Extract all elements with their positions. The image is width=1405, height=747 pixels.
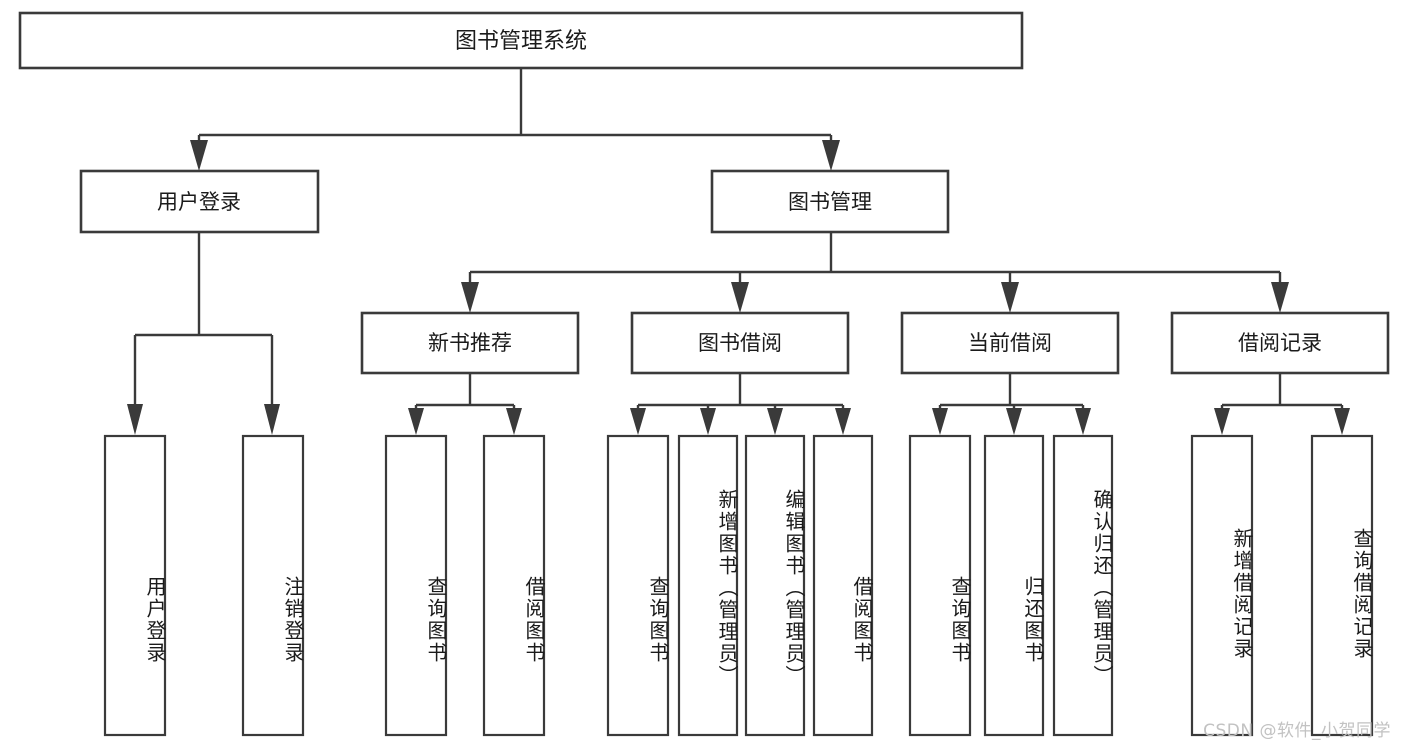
node-box-leaf-borrow-book-new[interactable] — [482, 434, 546, 737]
arrow-to-leaf-query-book-new — [408, 408, 424, 435]
node-box-leaf-borrow-book-borrow[interactable] — [812, 434, 874, 737]
node-label-book-management: 图书管理 — [788, 190, 872, 214]
arrow-to-book-mgmt — [822, 140, 840, 171]
node-box-borrow-record[interactable] — [1170, 311, 1390, 375]
node-label-root: 图书管理系统 — [455, 29, 587, 54]
node-box-leaf-return-book[interactable] — [983, 434, 1045, 737]
node-box-leaf-query-book-borrow[interactable] — [606, 434, 670, 737]
node-box-book-management[interactable] — [710, 169, 950, 234]
node-label-new-book-recommend: 新书推荐 — [428, 331, 512, 355]
node-box-user-login[interactable] — [79, 169, 320, 234]
arrow-to-leaf-borrow-book-borrow — [835, 408, 851, 435]
arrow-to-leaf-confirm-return — [1075, 408, 1091, 435]
node-box-leaf-query-book-current[interactable] — [908, 434, 972, 737]
arrow-to-user-login — [190, 140, 208, 171]
arrow-to-leaf-query-borrow-record — [1334, 408, 1350, 435]
arrow-to-leaf-add-book — [700, 408, 716, 435]
node-box-new-book-recommend[interactable] — [360, 311, 580, 375]
arrow-to-leaf-return-book — [1006, 408, 1022, 435]
node-box-leaf-query-borrow-record[interactable] — [1310, 434, 1374, 737]
arrow-to-borrow-record — [1271, 282, 1289, 313]
connector-layer — [127, 68, 1350, 435]
node-layer — [18, 11, 1390, 737]
node-box-current-borrow[interactable] — [900, 311, 1120, 375]
node-box-leaf-logout[interactable] — [241, 434, 305, 737]
watermark-label: CSDN @软件_小贺同学 — [1203, 721, 1391, 741]
arrow-to-leaf-add-borrow-record — [1214, 408, 1230, 435]
arrow-to-leaf-user-login — [127, 404, 143, 435]
node-box-leaf-user-login[interactable] — [103, 434, 167, 737]
node-box-leaf-add-book-admin[interactable] — [677, 434, 739, 737]
node-box-leaf-add-borrow-record[interactable] — [1190, 434, 1254, 737]
node-label-borrow-record: 借阅记录 — [1238, 331, 1322, 355]
arrow-to-leaf-borrow-book-new — [506, 408, 522, 435]
node-box-leaf-confirm-return-admin[interactable] — [1052, 434, 1114, 737]
arrow-to-new-book-recommend — [461, 282, 479, 313]
arrow-to-leaf-edit-book — [767, 408, 783, 435]
node-box-leaf-edit-book-admin[interactable] — [744, 434, 806, 737]
node-label-user-login: 用户登录 — [157, 190, 241, 214]
label-layer-horizontal: 图书管理系统 用户登录 图书管理 新书推荐 图书借阅 当前借阅 借阅记录 — [157, 29, 1322, 355]
node-box-book-borrow[interactable] — [630, 311, 850, 375]
arrow-to-leaf-query-book-current — [932, 408, 948, 435]
arrow-to-leaf-logout — [264, 404, 280, 435]
node-box-root[interactable] — [18, 11, 1024, 70]
node-box-leaf-query-book-new[interactable] — [384, 434, 448, 737]
node-label-current-borrow: 当前借阅 — [968, 331, 1052, 355]
arrow-to-book-borrow — [731, 282, 749, 313]
node-label-book-borrow: 图书借阅 — [698, 331, 782, 355]
arrow-to-leaf-query-book-borrow — [630, 408, 646, 435]
arrow-to-current-borrow — [1001, 282, 1019, 313]
